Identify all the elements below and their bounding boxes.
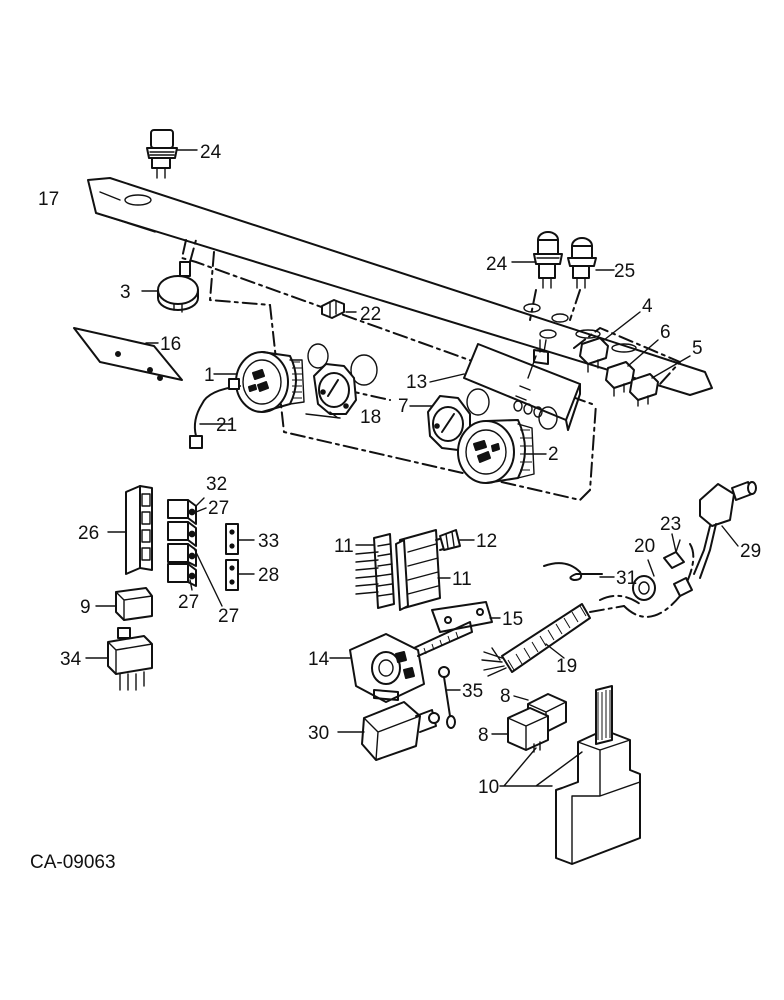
plate-15 (431, 601, 501, 633)
callout-4: 4 (642, 296, 653, 317)
callout-10: 10 (478, 777, 499, 798)
callout-20: 20 (634, 536, 655, 557)
relay-9 (95, 587, 153, 621)
callout-23: 23 (660, 514, 681, 535)
wire-21 (189, 378, 241, 449)
callout-3: 3 (120, 282, 131, 303)
callout-22: 22 (360, 304, 381, 325)
connector-11-left (355, 533, 395, 609)
gasket-16 (73, 327, 183, 381)
small-fittings (513, 400, 558, 430)
switch-24-right (511, 231, 563, 289)
panel-holes (307, 343, 490, 416)
callout-17: 17 (38, 189, 59, 210)
fuse-block-26 (107, 485, 153, 575)
callout-32: 32 (206, 474, 227, 495)
callout-7: 7 (398, 396, 409, 417)
callout-15: 15 (502, 609, 523, 630)
callout-5: 5 (692, 338, 703, 359)
callout-1: 1 (204, 365, 215, 386)
drawing-code: CA-09063 (30, 852, 116, 873)
callout-9: 9 (80, 597, 91, 618)
rod-35 (438, 666, 461, 729)
callout-12: 12 (476, 531, 497, 552)
callout-13: 13 (406, 372, 427, 393)
callout-26: 26 (78, 523, 99, 544)
connector-12 (439, 529, 475, 551)
wire-loop-31 (543, 562, 615, 581)
callout-35: 35 (462, 681, 483, 702)
plate-28 (225, 559, 255, 591)
module-10 (499, 685, 641, 865)
callout-27-right: 27 (218, 606, 239, 627)
switch-25 (567, 237, 615, 289)
rocker-switch-5 (629, 355, 691, 407)
key-switch-29 (693, 481, 757, 579)
callout-21: 21 (216, 415, 237, 436)
gauge-18 (305, 363, 357, 419)
gauge-2 (457, 419, 547, 484)
callout-14: 14 (308, 649, 330, 670)
callout-24-top: 24 (200, 142, 222, 163)
rocker-switch-4 (579, 311, 641, 373)
gauge-1 (213, 351, 305, 413)
connector-23 (663, 533, 693, 597)
callout-labels: 1 2 3 4 5 6 7 8 8 9 10 11 11 12 13 14 15… (38, 142, 761, 798)
box-13 (429, 339, 581, 431)
callout-18: 18 (360, 407, 381, 428)
callout-16: 16 (160, 334, 181, 355)
callout-31: 31 (616, 568, 637, 589)
relay-stack-27 (167, 497, 223, 607)
plate-33 (225, 523, 255, 555)
clip-22 (321, 299, 357, 319)
callout-11-right: 11 (452, 569, 472, 590)
switch-24-top (146, 129, 198, 179)
callout-28: 28 (258, 565, 279, 586)
switch-14 (329, 621, 473, 703)
instrument-panel (87, 177, 713, 396)
relay-34 (85, 627, 153, 691)
callout-33: 33 (258, 531, 279, 552)
callout-8-lower: 8 (478, 725, 489, 746)
gauge-7 (409, 395, 471, 451)
callout-27-top: 27 (208, 498, 229, 519)
relay-8-lower (491, 707, 549, 753)
switch-3 (141, 239, 199, 313)
callout-30: 30 (308, 723, 329, 744)
callout-8-upper: 8 (500, 686, 511, 707)
rocker-mount-outline (573, 327, 681, 385)
switch-30 (337, 701, 440, 761)
callout-27-left: 27 (178, 592, 199, 613)
callout-24-right: 24 (486, 254, 508, 275)
callout-29: 29 (740, 541, 761, 562)
callout-6: 6 (660, 322, 671, 343)
grommet-20 (632, 559, 656, 601)
callout-2: 2 (548, 444, 559, 465)
switch-mount-holes (523, 289, 581, 339)
callout-25: 25 (614, 261, 635, 282)
callout-11-left: 11 (334, 536, 354, 557)
callout-19: 19 (556, 656, 577, 677)
connector-11-right (395, 529, 455, 611)
harness-19 (481, 603, 625, 677)
callout-34: 34 (60, 649, 82, 670)
